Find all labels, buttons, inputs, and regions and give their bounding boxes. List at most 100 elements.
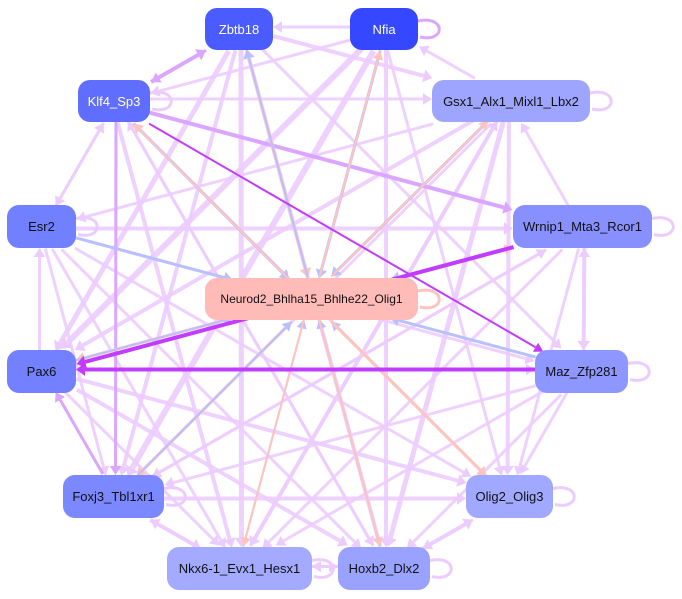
arrowhead-icon (535, 249, 547, 260)
arrowhead-icon (223, 537, 236, 548)
arrowhead-icon (372, 50, 383, 61)
arrowhead-icon (215, 537, 226, 549)
node-label: Nkx6-1_Evx1_Hesx1 (178, 561, 301, 576)
arrowhead-icon (55, 195, 66, 207)
node-nfia[interactable]: Nfia (350, 8, 418, 50)
arrowhead-icon (423, 93, 432, 105)
node-nkx6-1-evx1-hesx1[interactable]: Nkx6-1_Evx1_Hesx1 (167, 547, 312, 590)
arrowhead-icon (208, 535, 220, 546)
edge-maz-olig2 (519, 391, 569, 475)
node-label: Nfia (372, 21, 396, 37)
edge-zbtb18-klf4 (150, 49, 207, 83)
node-esr2[interactable]: Esr2 (7, 205, 76, 248)
edge-klf4-wrnip1 (148, 110, 513, 214)
edge-klf4-gsx1 (150, 93, 432, 105)
edge-maz-maz (627, 361, 651, 382)
edge-maz-foxj3 (164, 384, 536, 489)
edge-maz-pax6 (76, 363, 535, 376)
edge-maz-hoxb2 (406, 393, 563, 549)
edge-gsx1-pax6 (75, 118, 475, 351)
edge-foxj3-olig2 (164, 492, 466, 505)
edge-klf4-esr2 (55, 122, 105, 207)
node-label: Pax6 (26, 364, 57, 379)
arrowhead-icon (243, 49, 254, 60)
edge-klf4-nkx6 (115, 122, 236, 548)
arrowhead-icon (54, 339, 67, 351)
arrowhead-icon (501, 465, 515, 475)
arrowhead-icon (33, 248, 46, 257)
node-label: Foxj3_Tbl1xr1 (72, 489, 155, 504)
edge-nkx6-gsx1 (248, 120, 498, 547)
node-wrnip1-mta3-rcor1[interactable]: Wrnip1_Mta3_Rcor1 (513, 205, 652, 248)
arrowhead-icon (372, 536, 383, 547)
node-pax6[interactable]: Pax6 (7, 350, 76, 393)
edge-maz-wrnip1 (578, 248, 591, 351)
edge-foxj3-foxj3 (163, 486, 187, 507)
node-klf4-sp3[interactable]: Klf4_Sp3 (78, 80, 150, 122)
arrowhead-icon (457, 492, 466, 505)
node-foxj3-tbl1xr1[interactable]: Foxj3_Tbl1xr1 (63, 475, 164, 518)
edge-nfia-olig2 (386, 50, 506, 476)
arrowhead-icon (520, 122, 531, 134)
node-label: Maz_Zfp281 (545, 364, 618, 379)
edge-neurod2-neurod2 (417, 288, 441, 310)
arrowhead-icon (133, 123, 144, 134)
edge-pax6-esr2 (33, 248, 46, 350)
node-label: Gsx1_Alx1_Mixl1_Lbx2 (443, 93, 579, 109)
node-hoxb2-dlx2[interactable]: Hoxb2_Dlx2 (338, 547, 430, 590)
edge-olig2-olig2 (552, 486, 576, 507)
edge-gsx1-olig2 (501, 121, 515, 475)
arrowhead-icon (76, 211, 87, 223)
arrowhead-icon (127, 120, 138, 132)
arrowhead-icon (281, 321, 292, 332)
edge-nfia-nfia (417, 18, 441, 40)
edge-neurod2-zbtb18 (243, 49, 309, 278)
edge-neurod2-nkx6 (240, 319, 305, 547)
edge-hoxb2-nkx6 (312, 560, 338, 573)
edge-nkx6-foxj3 (150, 519, 202, 551)
edge-foxj3-wrnip1 (151, 249, 547, 479)
edge-wrnip1-gsx1 (520, 122, 570, 207)
edge-zbtb18-pax6 (54, 49, 231, 351)
node-olig2-olig3[interactable]: Olig2_Olig3 (466, 475, 553, 518)
arrowhead-icon (125, 464, 139, 477)
arrowhead-icon (476, 465, 487, 477)
node-zbtb18[interactable]: Zbtb18 (205, 8, 273, 50)
arrowhead-icon (150, 519, 161, 530)
arrowhead-icon (456, 474, 467, 487)
edge-wrnip1-nkx6 (262, 248, 564, 549)
arrowhead-icon (578, 248, 591, 258)
arrowhead-icon (164, 477, 175, 489)
edge-klf4-klf4 (149, 90, 173, 112)
arrowhead-icon (150, 72, 162, 83)
arrowhead-icon (273, 21, 282, 33)
arrowhead-icon (460, 467, 472, 478)
arrowhead-icon (532, 342, 544, 352)
edge-neurod2-gsx1 (330, 120, 489, 278)
edge-neurod2-olig2 (330, 320, 487, 477)
arrowhead-icon (502, 201, 513, 214)
arrowhead-icon (76, 363, 85, 376)
arrowhead-icon (117, 465, 130, 476)
edge-hoxb2-hoxb2 (429, 558, 453, 579)
edge-klf4-maz (148, 122, 544, 352)
node-maz-zfp281[interactable]: Maz_Zfp281 (535, 350, 628, 393)
edge-olig2-hoxb2 (422, 518, 474, 550)
edge-gsx1-gsx1 (589, 90, 613, 112)
node-label: Wrnip1_Mta3_Rcor1 (523, 219, 642, 234)
node-label: Hoxb2_Dlx2 (348, 561, 420, 576)
edge-neurod2-klf4 (133, 123, 290, 281)
edge-zbtb18-gsx1 (272, 34, 433, 83)
edge-pax6-olig2 (76, 376, 467, 487)
node-label: Zbtb18 (218, 21, 260, 37)
node-neurod2-bhlha15-bhlhe22-olig1[interactable]: Neurod2_Bhlha15_Bhlhe22_Olig1 (205, 278, 418, 320)
node-label: Olig2_Olig3 (475, 489, 544, 504)
arrowhead-icon (422, 539, 434, 550)
arrowhead-icon (336, 535, 348, 547)
node-label: Esr2 (28, 219, 55, 234)
arrowhead-icon (406, 537, 418, 549)
node-gsx1-alx1-mixl1-lbx2[interactable]: Gsx1_Alx1_Mixl1_Lbx2 (432, 80, 590, 122)
edge-gsx1-nfia (418, 45, 476, 80)
